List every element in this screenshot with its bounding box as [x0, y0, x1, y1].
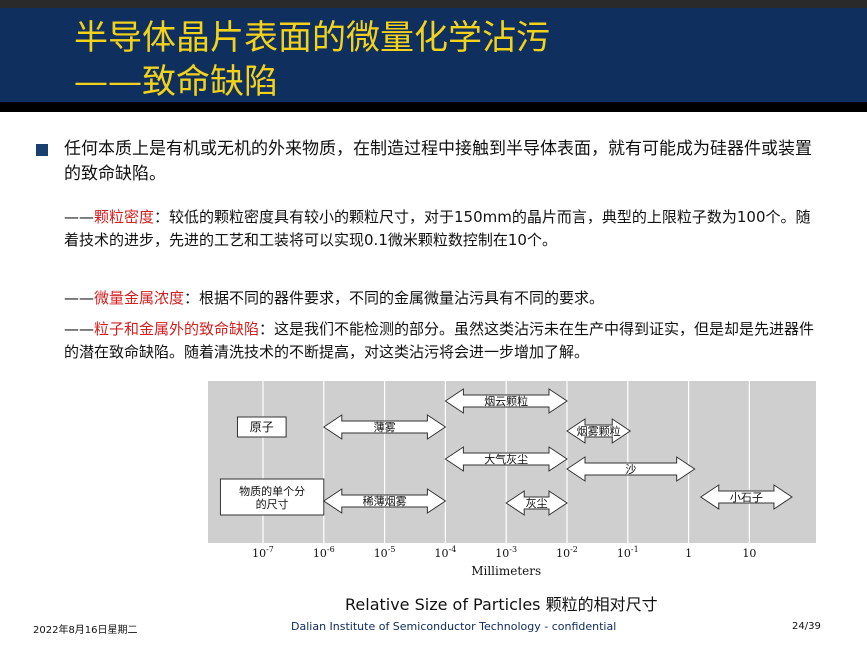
bar-label-8: 灰尘 [526, 496, 548, 510]
dash-prefix: —— [64, 320, 94, 338]
tick-label-7: 1 [685, 547, 692, 560]
item-text: ：这是我们不能检测的部分。虽然这类沾污未在生产中得到证实，但是却是先进器件的潜在… [64, 320, 815, 361]
tick-label-0: 10-7 [252, 545, 274, 560]
bar-0 [236, 416, 287, 438]
bar-2 [444, 388, 568, 414]
dash-prefix: —— [64, 208, 94, 226]
bar-label-5: 沙 [625, 463, 636, 476]
bar-label-7: 稀薄烟雾 [363, 494, 407, 508]
tick-label-6: 10-1 [617, 545, 639, 560]
bar-1 [322, 414, 447, 440]
tick-label-3: 10-4 [435, 545, 457, 560]
bar-label-1: 薄雾 [374, 420, 396, 434]
highlight-term: 粒子和金属外的致命缺陷 [94, 320, 260, 338]
sub-item-metal-concentration: ——微量金属浓度：根据不同的器件要求，不同的金属微量沾污具有不同的要求。 [64, 287, 819, 310]
tick-label-4: 10-3 [495, 545, 517, 560]
bar-6 [219, 478, 325, 516]
bullet-square-icon [36, 144, 48, 156]
tick-label-5: 10-2 [556, 545, 578, 560]
footer-date: 2022年8月16日星期二 [33, 625, 138, 636]
x-axis-label: Millimeters [471, 564, 541, 578]
main-bullet-text: 任何本质上是有机或无机的外来物质，在制造过程中接触到半导体表面，就有可能成为硅器… [64, 139, 812, 184]
footer-page-number: 24/39 [792, 621, 821, 632]
sub-item-other-defects: ——粒子和金属外的致命缺陷：这是我们不能检测的部分。虽然这类沾污未在生产中得到证… [64, 318, 819, 364]
figure-caption: Relative Size of Particles 颗粒的相对尺寸 [345, 595, 658, 614]
bar-label-0: 原子 [250, 420, 274, 434]
slide-title-line1: 半导体晶片表面的微量化学沾污 [74, 18, 550, 58]
bar-5 [566, 456, 696, 482]
slide-title-line2: ——致命缺陷 [74, 62, 278, 102]
window-top-bar [0, 0, 867, 8]
highlight-term: 颗粒密度 [94, 208, 155, 226]
bar-3 [566, 418, 632, 444]
bar-7 [322, 488, 447, 514]
footer-confidential: Dalian Institute of Semiconductor Techno… [291, 620, 617, 633]
sub-item-particle-density: ——颗粒密度：较低的颗粒密度具有较小的颗粒尺寸，对于150mm的晶片而言，典型的… [64, 206, 819, 252]
tick-label-8: 10 [742, 547, 756, 560]
bar-4 [444, 446, 568, 472]
title-underline [0, 102, 867, 112]
bar-label-4: 大气灰尘 [484, 452, 528, 466]
bar-9 [699, 484, 793, 510]
item-text: ：较低的颗粒密度具有较小的颗粒尺寸，对于150mm的晶片而言，典型的上限粒子数为… [64, 208, 811, 249]
item-text: ：根据不同的器件要求，不同的金属微量沾污具有不同的要求。 [184, 289, 605, 307]
title-banner: 半导体晶片表面的微量化学沾污 ——致命缺陷 [0, 8, 867, 102]
dash-prefix: —— [64, 289, 94, 307]
bar-label-2: 烟云颗粒 [484, 394, 528, 408]
bar-label-6: 物质的单个分 [239, 484, 305, 498]
bar-8 [505, 490, 568, 516]
tick-label-2: 10-5 [374, 545, 396, 560]
tick-label-1: 10-6 [313, 545, 335, 560]
highlight-term: 微量金属浓度 [94, 289, 185, 307]
particle-size-chart: 10-7 10-6 10-5 10-4 10-3 10-2 10-1 1 10Millimete… [219, 381, 793, 578]
bar-label-9: 小石子 [730, 491, 763, 504]
bar-label-3: 烟雾颗粒 [577, 424, 621, 438]
bar-label-6-b: 的尺寸 [256, 497, 289, 511]
